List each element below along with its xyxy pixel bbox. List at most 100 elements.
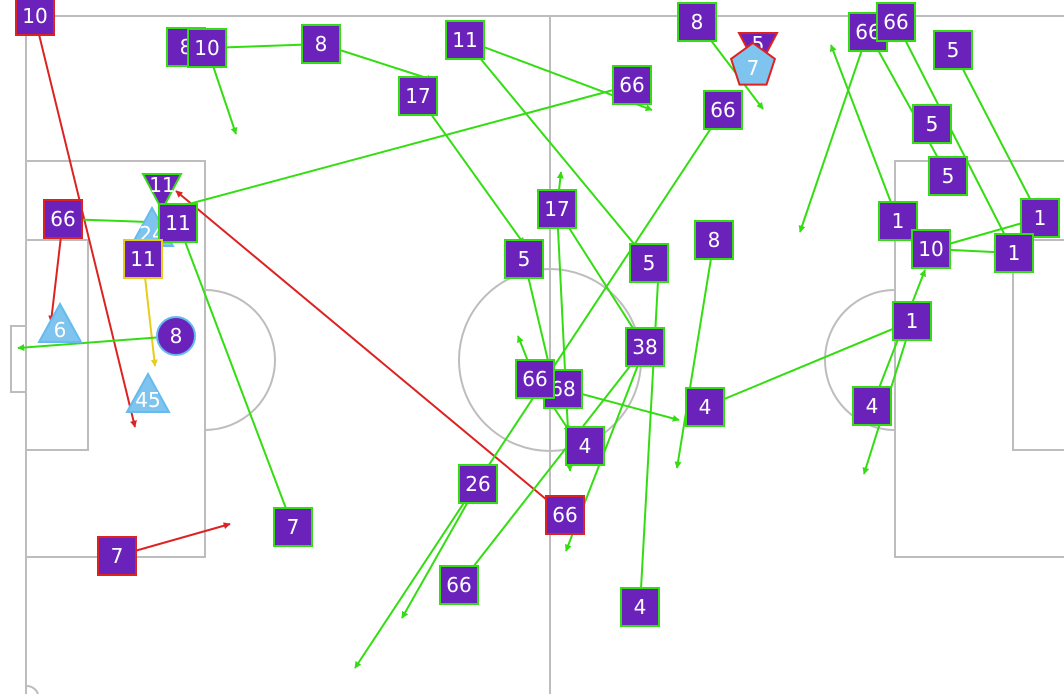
player-number: 8 [691,10,704,34]
player-number: 7 [747,56,760,80]
marker-shape-square [928,156,968,196]
pass-arrow-complete [867,31,949,177]
marker-shape-square [398,76,438,116]
player-number: 4 [699,395,712,419]
player-number: 26 [465,472,490,496]
player-number: 10 [22,4,47,28]
player-marker: 10 [187,28,227,68]
pass-arrow-complete [704,320,913,408]
player-number: 10 [194,36,219,60]
marker-shape-square [994,233,1034,273]
player-marker: 4 [685,387,725,427]
marker-shape-square [43,199,83,239]
player-marker: 11 [123,239,163,279]
player-marker: 10 [911,229,951,269]
player-number: 5 [926,112,939,136]
pass-arrow-incomplete [175,190,566,516]
player-number: 11 [130,247,155,271]
player-marker: 4 [620,587,660,627]
player-marker: 6 [37,301,83,343]
player-marker: 26 [458,464,498,504]
player-number: 66 [522,367,547,391]
pass-arrow-complete [798,31,869,233]
player-number: 5 [643,251,656,275]
player-marker: 66 [612,65,652,105]
player-marker: 10 [15,0,55,36]
corner-arc [25,685,39,694]
marker-shape-square [912,104,952,144]
pass-arrow-complete [417,95,525,245]
player-number: 66 [446,573,471,597]
player-marker: 8 [694,220,734,260]
marker-shape-square [537,189,577,229]
player-marker: 8 [301,24,341,64]
marker-shape-square [445,20,485,60]
player-marker: 1 [892,301,932,341]
player-number: 4 [634,595,647,619]
player-marker: 66 [545,495,585,535]
marker-shape-square [545,495,585,535]
pass-arrow-complete [458,346,646,586]
player-number: 11 [452,28,477,52]
pass-arrow-incomplete [34,17,137,428]
player-number: 45 [135,388,160,412]
marker-shape-square [892,301,932,341]
player-marker: 66 [515,359,555,399]
left-goal [10,325,27,393]
player-number: 38 [632,335,657,359]
player-marker: 1 [994,233,1034,273]
player-marker: 7 [97,536,137,576]
player-marker: 11 [158,203,198,243]
player-number: 17 [544,197,569,221]
player-marker: 5 [912,104,952,144]
pass-arrow-complete [674,239,715,469]
player-number: 5 [947,38,960,62]
left-penalty-arc [204,289,276,431]
marker-shape-square [15,0,55,36]
pass-arrow-complete [158,84,633,214]
marker-shape-square [439,565,479,605]
player-marker: 1 [878,201,918,241]
pitch-markings [10,15,1064,694]
player-marker: 66 [876,2,916,42]
player-number: 1 [1034,206,1047,230]
player-marker: 66 [439,565,479,605]
player-marker: 4 [565,426,605,466]
marker-shape-square [504,239,544,279]
player-marker: 5 [933,30,973,70]
player-marker: 5 [928,156,968,196]
marker-shape-square [458,464,498,504]
pass-arrow-complete [17,335,177,352]
player-marker: 5 [504,239,544,279]
marker-shape-square [677,2,717,42]
player-marker: 7 [729,41,777,86]
player-marker: 7 [273,507,313,547]
player-number: 8 [315,32,328,56]
player-marker: 66 [703,90,743,130]
player-number: 66 [552,503,577,527]
pass-arrow-complete [829,44,899,222]
marker-shape-square [273,507,313,547]
marker-shape-square [852,386,892,426]
pass-arrow-complete [895,21,1015,254]
marker-shape-square [629,243,669,283]
player-number: 66 [50,207,75,231]
player-number: 4 [579,434,592,458]
marker-shape-square [620,587,660,627]
marker-shape-circle [156,316,196,356]
player-number: 7 [111,544,124,568]
marker-shape-square [158,203,198,243]
player-number: 11 [149,173,174,197]
player-number: 1 [906,309,919,333]
player-number: 5 [518,247,531,271]
pass-arrow-complete [636,262,660,608]
player-marker: 11 [445,20,485,60]
player-number: 4 [866,394,879,418]
marker-shape-square [694,220,734,260]
marker-shape-square [878,201,918,241]
player-number: 7 [287,515,300,539]
marker-shape-triangle-down [141,173,183,213]
right-penalty-box [894,160,1064,558]
player-number: 17 [405,84,430,108]
